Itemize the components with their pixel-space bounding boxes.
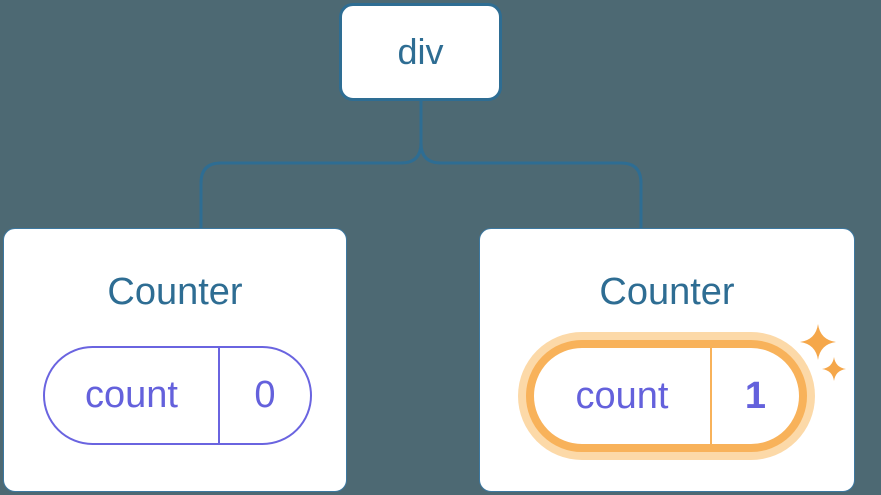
state-pill-left: count 0: [43, 346, 312, 445]
root-node-label: div: [397, 31, 444, 72]
state-name: count: [45, 348, 220, 443]
state-value: 0: [254, 374, 276, 416]
connector-root-to-right-child: [419, 101, 643, 229]
connector-root-to-left-child: [199, 101, 423, 229]
sparkles-icon: [800, 324, 846, 381]
state-name: count: [534, 348, 712, 444]
component-title: Counter: [107, 271, 243, 313]
component-title: Counter: [599, 271, 735, 313]
sparkle-large: [800, 324, 836, 360]
root-node-div: div: [339, 3, 502, 101]
state-value: 1: [744, 374, 767, 417]
sparkle-small: [822, 357, 846, 381]
state-pill-right-updated: count 1: [526, 340, 807, 452]
